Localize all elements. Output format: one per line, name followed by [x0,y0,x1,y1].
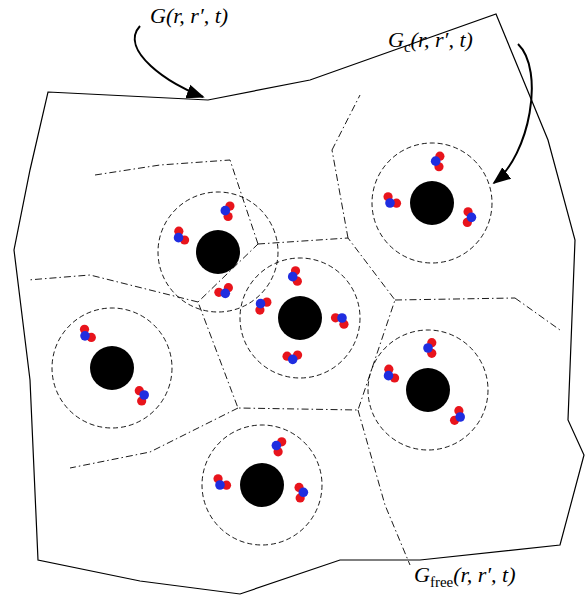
ion [196,230,240,274]
coordination-shell [158,192,278,312]
leader-arrow [494,44,532,183]
ion [410,181,454,225]
cell-boundary [358,410,410,565]
math-label: G(r, r′, t) [150,4,228,28]
water-molecule [135,386,149,406]
coordination-shell [240,258,360,378]
water-molecule [288,266,302,286]
ion [406,368,450,412]
water-molecule [213,474,231,490]
math-label: Gc(r, r′, t) [388,28,473,56]
cell-boundary [332,95,360,150]
water-molecule [331,313,349,329]
coordination-shell [52,308,172,428]
cell-boundary [515,298,560,330]
coordination-shell [202,425,322,545]
math-label: Gfree(r, r′, t) [414,563,515,591]
water-molecule [431,152,445,172]
cell-boundary [95,160,258,244]
water-molecule [450,406,465,425]
water-molecule [383,192,401,208]
coordination-shell [372,143,492,263]
ion [240,463,284,507]
water-molecule [174,227,189,245]
water-molecule [255,298,271,315]
water-molecule [220,201,234,221]
water-molecule [423,338,436,358]
outer-region [14,14,584,594]
ion [90,346,134,390]
water-molecule [80,325,96,342]
cell-boundary [28,275,198,302]
leader-arrow [135,26,203,97]
water-molecule [463,207,477,227]
water-molecule [384,365,399,383]
coordination-shell [368,330,488,450]
water-molecule [214,283,233,298]
cell-boundary [332,150,348,238]
cell-boundary [70,408,238,468]
water-molecule [294,483,308,503]
water-molecule [282,350,302,364]
ion [278,296,322,340]
water-molecule [272,437,287,456]
cell-boundary [395,298,515,300]
